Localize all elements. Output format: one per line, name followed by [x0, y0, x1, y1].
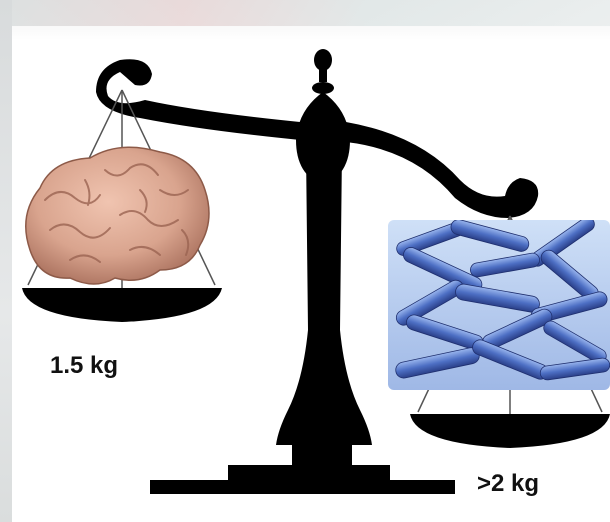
scale-ornament [296, 49, 350, 185]
brain-icon [26, 147, 209, 284]
scale-beam-right [346, 122, 538, 218]
scale-column [276, 150, 372, 445]
left-pan [22, 288, 222, 322]
right-pan [410, 414, 610, 448]
left-weight-label: 1.5 kg [50, 352, 118, 380]
right-weight-label: >2 kg [477, 470, 539, 498]
bacteria-icon [388, 214, 610, 390]
scale-base [150, 440, 455, 494]
